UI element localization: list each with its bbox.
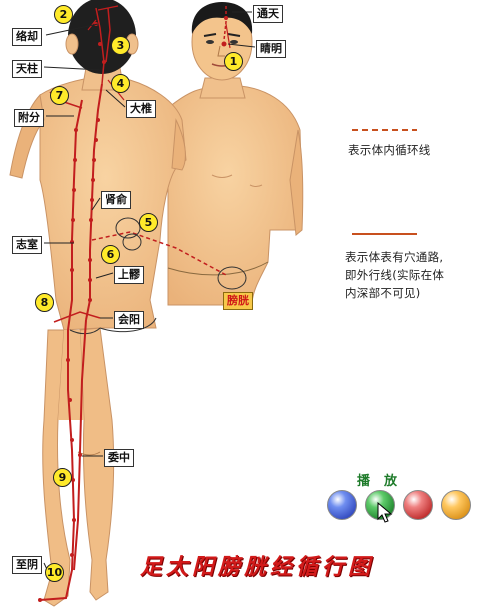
label-tianzhu: 天柱: [12, 60, 42, 78]
label-weizhong: 委中: [104, 449, 134, 467]
marker-6: 6: [101, 245, 120, 264]
marker-4: 4: [111, 74, 130, 93]
label-jingming: 睛明: [256, 40, 286, 58]
label-pangguang: 膀胱: [223, 292, 253, 310]
legend-external-text-2: 即外行线(实际在体: [345, 268, 445, 282]
marker-3: 3: [111, 36, 130, 55]
front-figure: [167, 2, 304, 306]
legend-external-text-1: 表示体表有穴通路,: [345, 250, 444, 264]
diagram-title: 足太阳膀胱经循行图: [140, 554, 375, 580]
play-title: 播放: [357, 474, 412, 489]
marker-7: 7: [50, 86, 69, 105]
legend-external-text-3: 内深部不可见): [345, 286, 421, 300]
label-dazhui: 大椎: [126, 100, 156, 118]
label-shenshu: 肾俞: [101, 191, 131, 209]
label-shangliao: 上髎: [114, 266, 144, 284]
mouse-cursor-icon: [377, 502, 393, 523]
label-luoque: 络却: [12, 28, 42, 46]
blue-button[interactable]: [327, 490, 357, 520]
label-huiyang: 会阳: [114, 311, 144, 329]
label-zhishi: 志室: [12, 236, 42, 254]
marker-2: 2: [54, 5, 73, 24]
red-button[interactable]: [403, 490, 433, 520]
label-zhiyin: 至阴: [12, 556, 42, 574]
marker-10: 10: [45, 563, 64, 582]
marker-9: 9: [53, 468, 72, 487]
legend-internal-text: 表示体内循环线: [348, 143, 431, 157]
label-tongtian: 通天: [253, 5, 283, 23]
marker-5: 5: [139, 213, 158, 232]
marker-8: 8: [35, 293, 54, 312]
label-fufen: 附分: [14, 109, 44, 127]
marker-1: 1: [224, 52, 243, 71]
orange-button[interactable]: [441, 490, 471, 520]
